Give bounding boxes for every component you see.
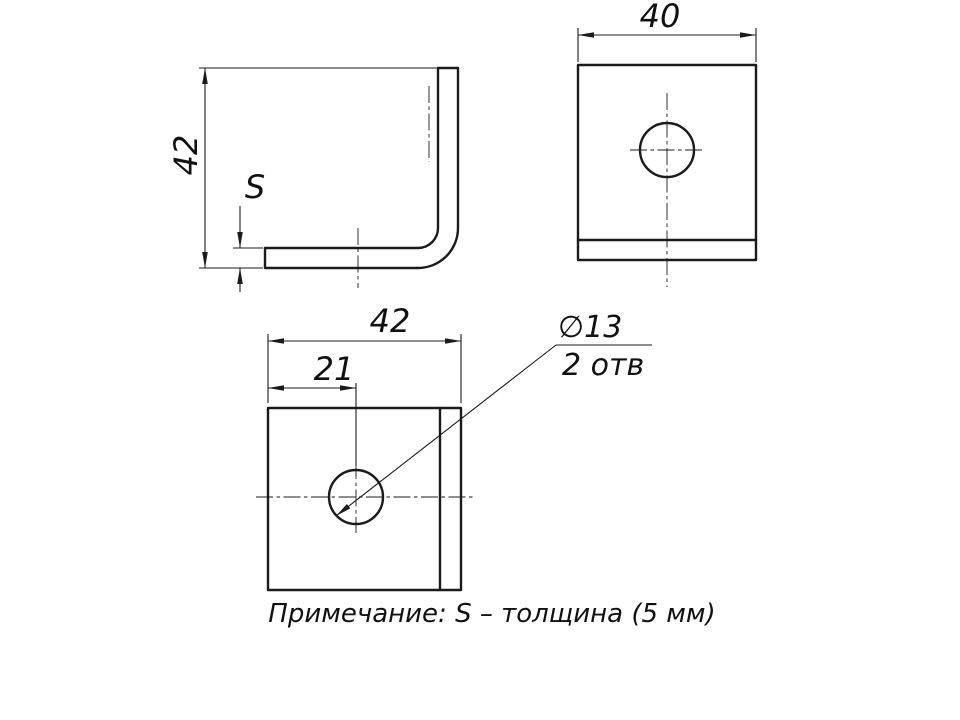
hole-diameter-text: ∅13 xyxy=(558,310,622,345)
arrowhead-leader xyxy=(336,504,351,516)
hole-offset-dimension-text: 21 xyxy=(314,350,355,388)
height-dimension-text: 42 xyxy=(167,135,205,176)
plate-outline xyxy=(266,406,463,592)
arrowhead-down xyxy=(237,232,243,248)
arrowhead-down xyxy=(202,252,208,268)
angle-profile-outline xyxy=(263,66,460,270)
arrowhead-up xyxy=(202,68,208,84)
side-view: 42 S xyxy=(167,66,460,292)
thickness-label-text: S xyxy=(245,168,265,206)
arrowhead-right xyxy=(445,338,461,344)
front-view: 40 xyxy=(576,0,758,287)
drawing-note: Примечание: S – толщина (5 мм) xyxy=(268,599,715,629)
arrowhead-left xyxy=(268,338,284,344)
arrowhead-right xyxy=(740,32,756,38)
width-dimension-text: 42 xyxy=(370,302,411,340)
arrowhead-left xyxy=(578,32,594,38)
hole-count-text: 2 отв xyxy=(562,348,644,383)
leader-diagonal-line xyxy=(335,344,557,517)
arrowhead-up xyxy=(237,268,243,284)
arrowhead-left xyxy=(268,385,284,391)
width-dimension-text: 40 xyxy=(640,0,681,35)
top-view: 42 21 ∅13 2 отв xyxy=(256,302,652,592)
arrowhead-right xyxy=(340,385,356,391)
